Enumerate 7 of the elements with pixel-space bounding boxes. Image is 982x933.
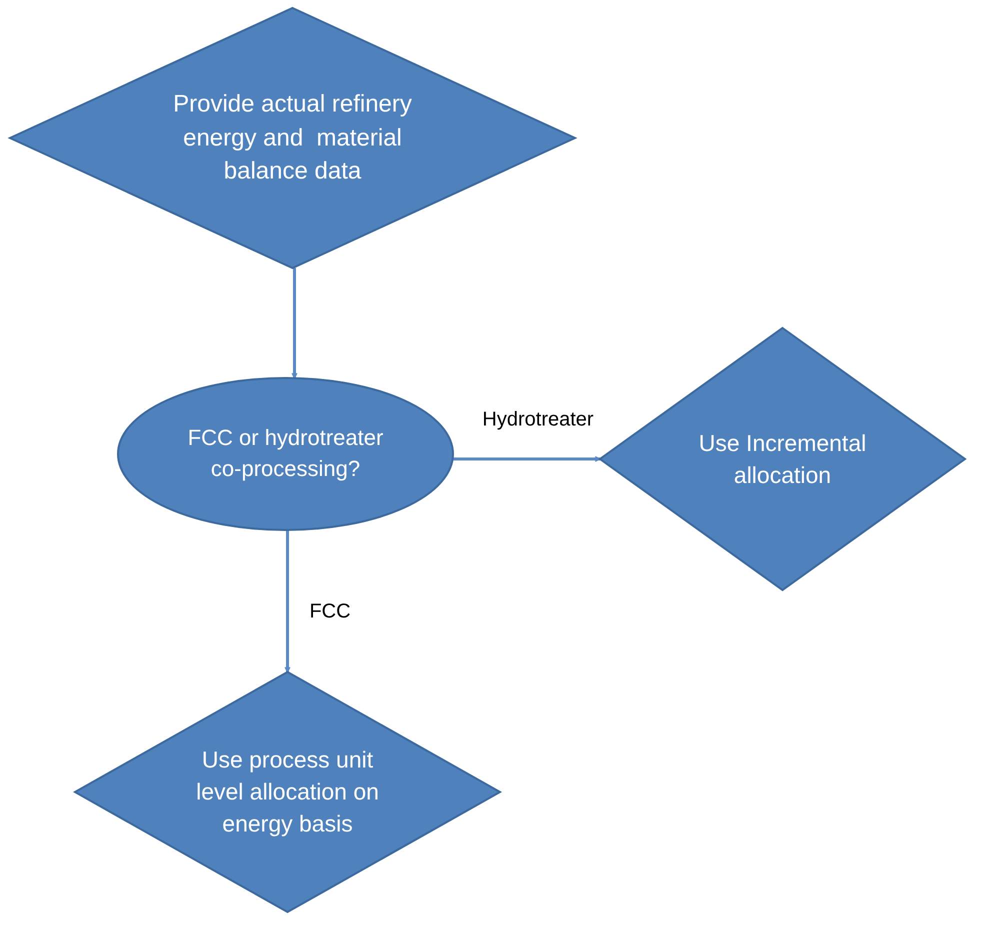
node-text: FCC or hydrotreater co-processing? <box>186 424 384 483</box>
arrow <box>284 530 290 673</box>
node-text: Use Incremental allocation <box>698 428 868 490</box>
arrow <box>292 268 298 379</box>
arrow <box>453 456 601 462</box>
node-text: Use process unit level allocation on energy basis <box>195 746 380 840</box>
node-text: Provide actual refinery energy and material balance data <box>172 90 413 187</box>
